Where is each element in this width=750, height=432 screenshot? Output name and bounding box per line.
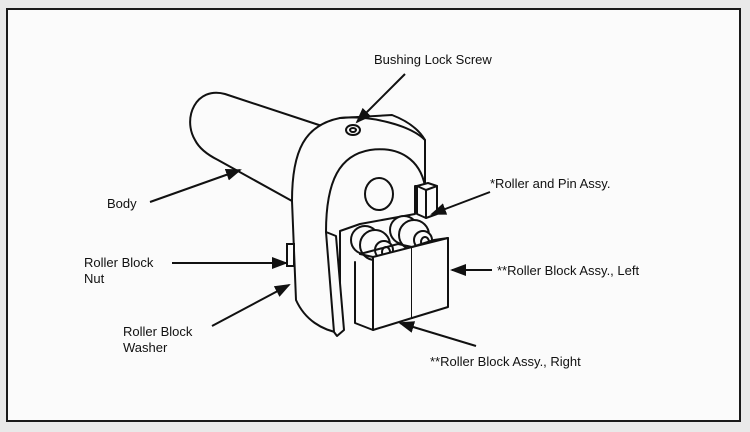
body-cylinder (189, 91, 323, 202)
label-roller-block-washer-line1: Roller Block (123, 324, 193, 339)
label-bushing-lock-screw: Bushing Lock Screw (374, 52, 492, 67)
label-roller-block-nut-line1: Roller Block (84, 255, 154, 270)
roller-block-nut (286, 243, 295, 267)
leader-roller-block-washer (211, 284, 291, 327)
label-roller-block-nut-line2: Nut (84, 271, 105, 286)
label-roller-block-nut: Roller Block Nut (84, 255, 153, 287)
leader-bushing-lock-screw (355, 73, 406, 124)
leader-roller-block-right (398, 321, 477, 347)
bushing-hole (364, 177, 394, 211)
lock-screw (345, 124, 361, 136)
label-roller-block-left: **Roller Block Assy., Left (497, 263, 640, 278)
front-plate (325, 231, 345, 337)
leader-body (149, 169, 242, 203)
housing (291, 114, 426, 334)
label-roller-block-washer: Roller Block Washer (123, 324, 192, 356)
label-roller-block-right: **Roller Block Assy., Right (430, 354, 581, 369)
roller-block-right-face (411, 237, 449, 319)
roller-block-left (372, 246, 413, 331)
label-roller-block-washer-line2: Washer (123, 340, 168, 355)
label-body: Body (107, 196, 137, 211)
housing-front-face (325, 148, 426, 233)
leader-roller-and-pin (430, 191, 491, 215)
label-roller-and-pin: *Roller and Pin Assy. (490, 176, 611, 191)
